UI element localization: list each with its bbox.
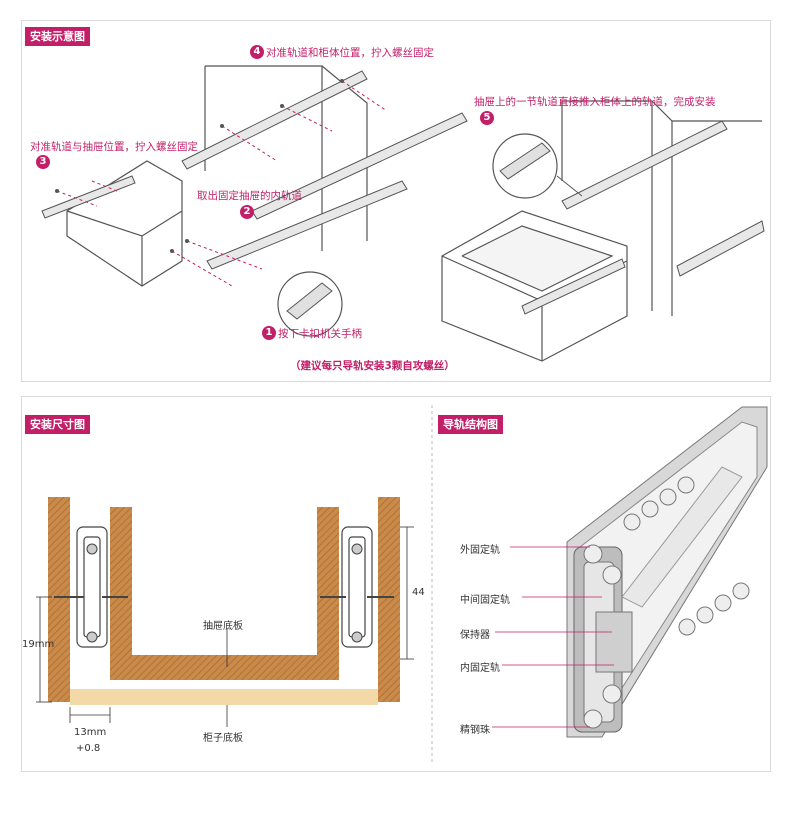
- step-2-label: 取出固定抽屉的内轨道: [197, 190, 302, 202]
- size-diagram-title: 安装尺寸图: [25, 415, 90, 434]
- structure-diagram-title: 导轨结构图: [438, 415, 503, 434]
- size-diagram-panel: 安装尺寸图 导轨结构图: [21, 396, 771, 772]
- install-note: （建议每只导轨安装3颗自攻螺丝）: [290, 360, 455, 372]
- rail-structure-drawing: [566, 406, 768, 738]
- step-3-number: 3: [36, 155, 50, 169]
- part-retainer: 保持器: [460, 630, 490, 641]
- install-diagram-title: 安装示意图: [25, 27, 90, 46]
- step-1-number: 1: [262, 326, 276, 340]
- part-inner-rail: 内固定轨: [460, 663, 500, 674]
- size-structure-illustration: [36, 405, 768, 763]
- part-middle-rail: 中间固定轨: [460, 595, 510, 606]
- install-illustration: [41, 65, 765, 362]
- dim-tolerance: +0.8: [76, 743, 101, 754]
- dim-gap: 13mm: [74, 727, 107, 738]
- step-4-number: 4: [250, 45, 264, 59]
- step-3-label: 对准轨道与抽屉位置，拧入螺丝固定: [30, 141, 198, 153]
- cabinet-left-wall: [48, 497, 70, 702]
- cabinet-bottom-label: 柜子底板: [203, 733, 243, 744]
- cabinet-bottom-board: [70, 689, 378, 705]
- step-1-label: 按下卡扣机关手柄: [278, 328, 362, 340]
- drawer-bottom-label: 抽屉底板: [203, 621, 243, 632]
- step-5-label: 抽屉上的一节轨道直接推入柜体上的轨道，完成安装: [474, 96, 716, 108]
- dim-left-height: 19mm: [22, 639, 55, 650]
- drawer-body: [110, 507, 339, 680]
- step-5-number: 5: [480, 111, 494, 125]
- part-outer-rail: 外固定轨: [460, 545, 500, 556]
- cabinet-right-wall: [378, 497, 400, 702]
- step-4-label: 对准轨道和柜体位置，拧入螺丝固定: [266, 47, 434, 59]
- step-2-number: 2: [240, 205, 254, 219]
- install-diagram-panel: 安装示意图: [21, 20, 771, 382]
- dim-right-height: 44: [412, 587, 425, 598]
- part-steel-ball: 精钢珠: [460, 725, 490, 736]
